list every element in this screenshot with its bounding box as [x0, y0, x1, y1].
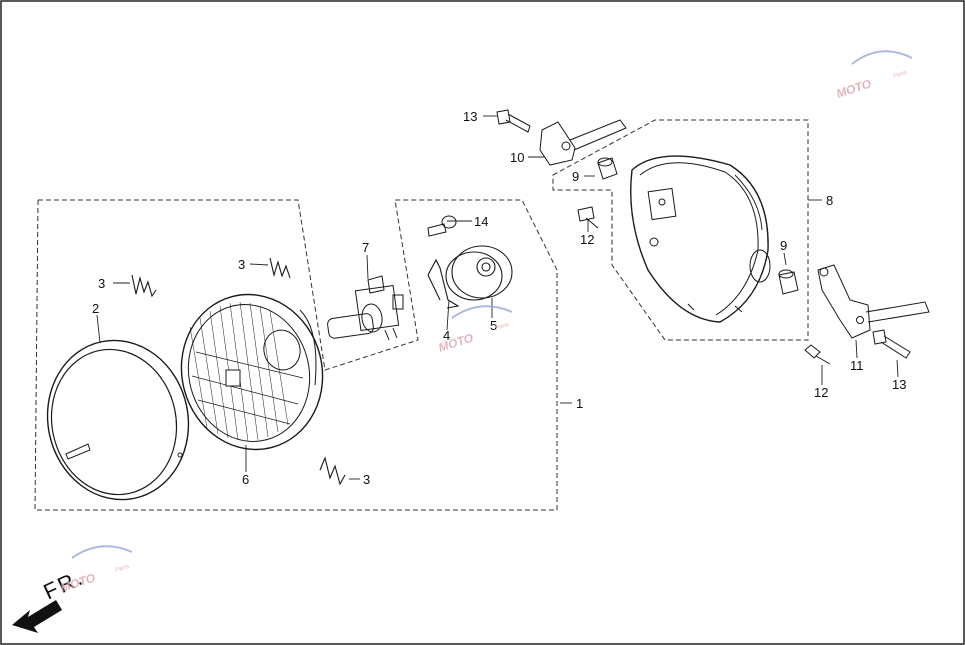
dust-cover [445, 245, 513, 301]
callout-5: 5 [490, 318, 497, 333]
headlight-bulb [327, 275, 404, 341]
callout-13-lower: 13 [892, 377, 906, 392]
callout-12-upper: 12 [580, 232, 594, 247]
callout-10: 10 [510, 150, 524, 165]
callout-12-lower: 12 [814, 385, 828, 400]
spacer-lower [778, 271, 799, 295]
watermark-top-right: MOTO Parts [835, 50, 913, 101]
front-direction-indicator: FR. [12, 564, 88, 633]
callout-11: 11 [850, 358, 864, 373]
callout-7: 7 [362, 240, 369, 255]
callout-9-upper: 9 [572, 169, 579, 184]
lower-bracket [817, 264, 930, 339]
headlight-lens [180, 293, 324, 451]
watermark-tagline: Parts [495, 322, 510, 332]
watermark-brand: MOTO [835, 76, 874, 101]
callout-6: 6 [242, 472, 249, 487]
bolt-13-lower [872, 329, 911, 359]
callout-1: 1 [576, 396, 583, 411]
bulb-retainer-clip [427, 258, 460, 309]
callout-13-upper: 13 [463, 109, 477, 124]
assembly-1-outline [34, 199, 558, 511]
spacer-upper-end [597, 157, 613, 167]
upper-bracket [539, 119, 627, 166]
callout-14: 14 [474, 214, 488, 229]
spring-clip-upper-left [131, 274, 157, 298]
spring-clip-upper [269, 257, 291, 279]
callout-9-lower: 9 [780, 238, 787, 253]
watermark-tagline: Parts [115, 564, 130, 574]
bolt-13-upper [496, 109, 531, 133]
bolt-12-lower [804, 344, 831, 365]
front-arrow-icon [12, 600, 62, 633]
callout-3-lower: 3 [363, 472, 370, 487]
watermark-tagline: Parts [893, 70, 908, 80]
callout-3-left: 3 [98, 276, 105, 291]
bolt-12-upper [577, 206, 599, 229]
callout-2: 2 [92, 301, 99, 316]
spacer-lower-end [778, 269, 794, 279]
callout-3-upper: 3 [238, 257, 245, 272]
headlight-rim [46, 339, 190, 501]
callout-8: 8 [826, 193, 833, 208]
spring-clip-lower [319, 456, 346, 486]
spacer-upper [597, 157, 618, 180]
headlight-housing [630, 155, 771, 323]
screw-14 [427, 215, 457, 237]
callout-4: 4 [443, 328, 450, 343]
